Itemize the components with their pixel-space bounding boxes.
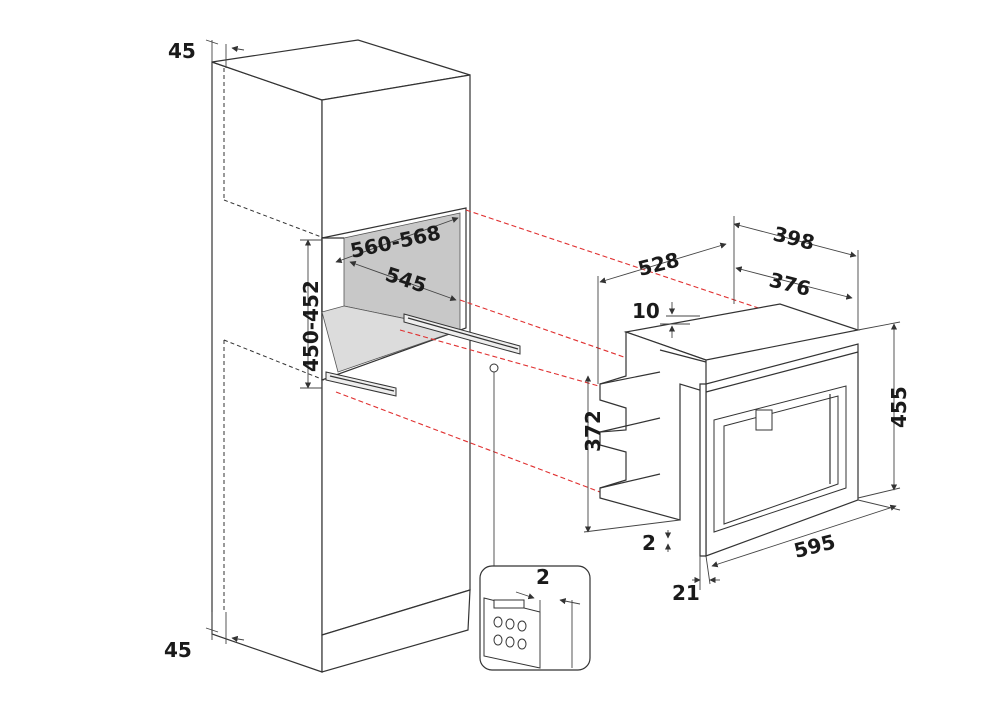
dim-front-width: 595 bbox=[791, 529, 837, 562]
dim-inner-width: 376 bbox=[767, 268, 813, 301]
rail-left bbox=[325, 371, 397, 397]
rail-right bbox=[403, 313, 521, 355]
dim-appliance-depth: 528 bbox=[635, 247, 681, 280]
machine-front-edge bbox=[699, 383, 707, 557]
dim-front-height: 455 bbox=[887, 386, 911, 428]
dim-outer-width: 398 bbox=[771, 222, 817, 255]
dim-niche-height: 450-452 bbox=[299, 280, 323, 372]
dim-cabinet-bottom-gap: 45 bbox=[164, 638, 192, 662]
dimension-lines bbox=[205, 39, 901, 644]
dim-cabinet-top-gap: 45 bbox=[168, 39, 196, 63]
dim-body-height: 372 bbox=[581, 410, 605, 452]
control-buttons bbox=[493, 599, 527, 650]
machine-body-side bbox=[599, 331, 707, 521]
coffee-spout bbox=[755, 409, 773, 431]
detail-inset bbox=[479, 565, 591, 671]
cabinet-plinth bbox=[321, 589, 471, 673]
dim-front-thickness: 21 bbox=[672, 581, 700, 605]
detail-marker bbox=[489, 363, 499, 373]
dim-detail-gap: 2 bbox=[536, 565, 550, 589]
dim-bottom-gap: 2 bbox=[642, 531, 656, 555]
dim-top-offset: 10 bbox=[632, 299, 660, 323]
coffee-machine bbox=[599, 303, 861, 557]
